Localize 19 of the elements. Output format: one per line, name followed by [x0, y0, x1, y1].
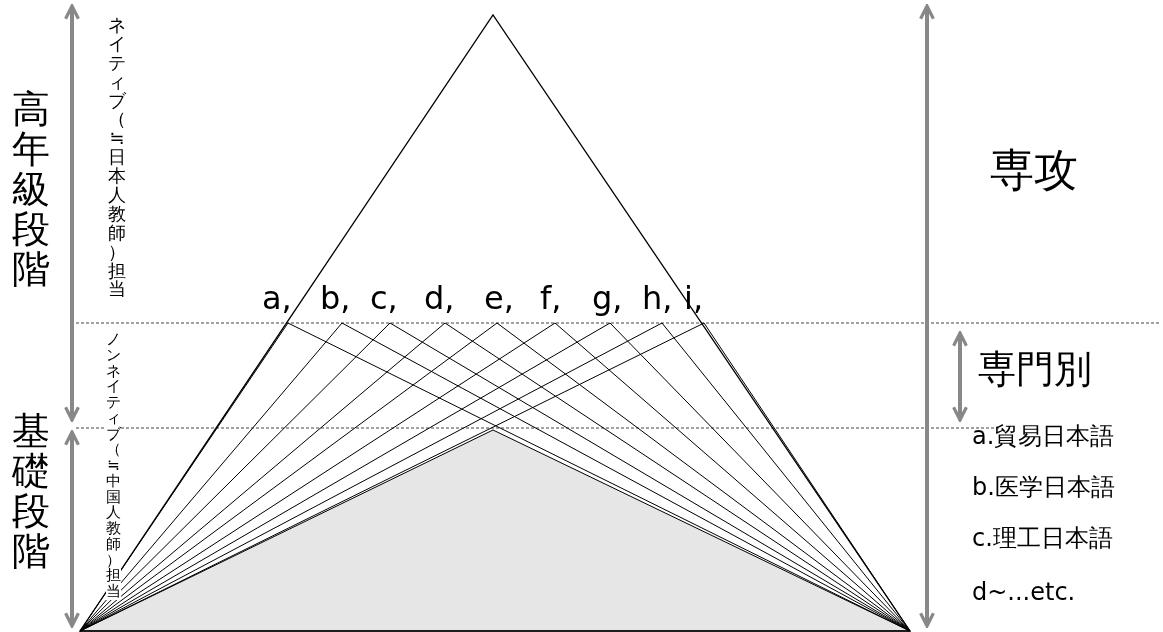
- heading: 専攻: [990, 148, 1078, 192]
- point-label: b,: [320, 282, 351, 314]
- point-label: e,: [484, 282, 514, 314]
- list-item: c.理工日本語: [972, 526, 1113, 550]
- point-label: g,: [592, 282, 623, 314]
- point-label: a,: [262, 282, 292, 314]
- point-label: f,: [540, 282, 562, 314]
- vertical-note: ノンネイティブ（≒中国人教師）担当: [106, 332, 121, 600]
- list-item: d~...etc.: [972, 580, 1076, 604]
- point-label: h,: [642, 282, 673, 314]
- stage-label: 基礎段階: [12, 412, 50, 572]
- list-item: b.医学日本語: [972, 475, 1115, 499]
- point-label: i,: [684, 282, 704, 314]
- stage-label: 高年級段階: [12, 90, 50, 290]
- heading: 専門別: [978, 350, 1092, 388]
- point-label: c,: [370, 282, 398, 314]
- point-label: d,: [424, 282, 455, 314]
- vertical-note: ネイティブ（≒日本人教師）担当: [108, 16, 126, 300]
- list-item: a.貿易日本語: [972, 424, 1115, 448]
